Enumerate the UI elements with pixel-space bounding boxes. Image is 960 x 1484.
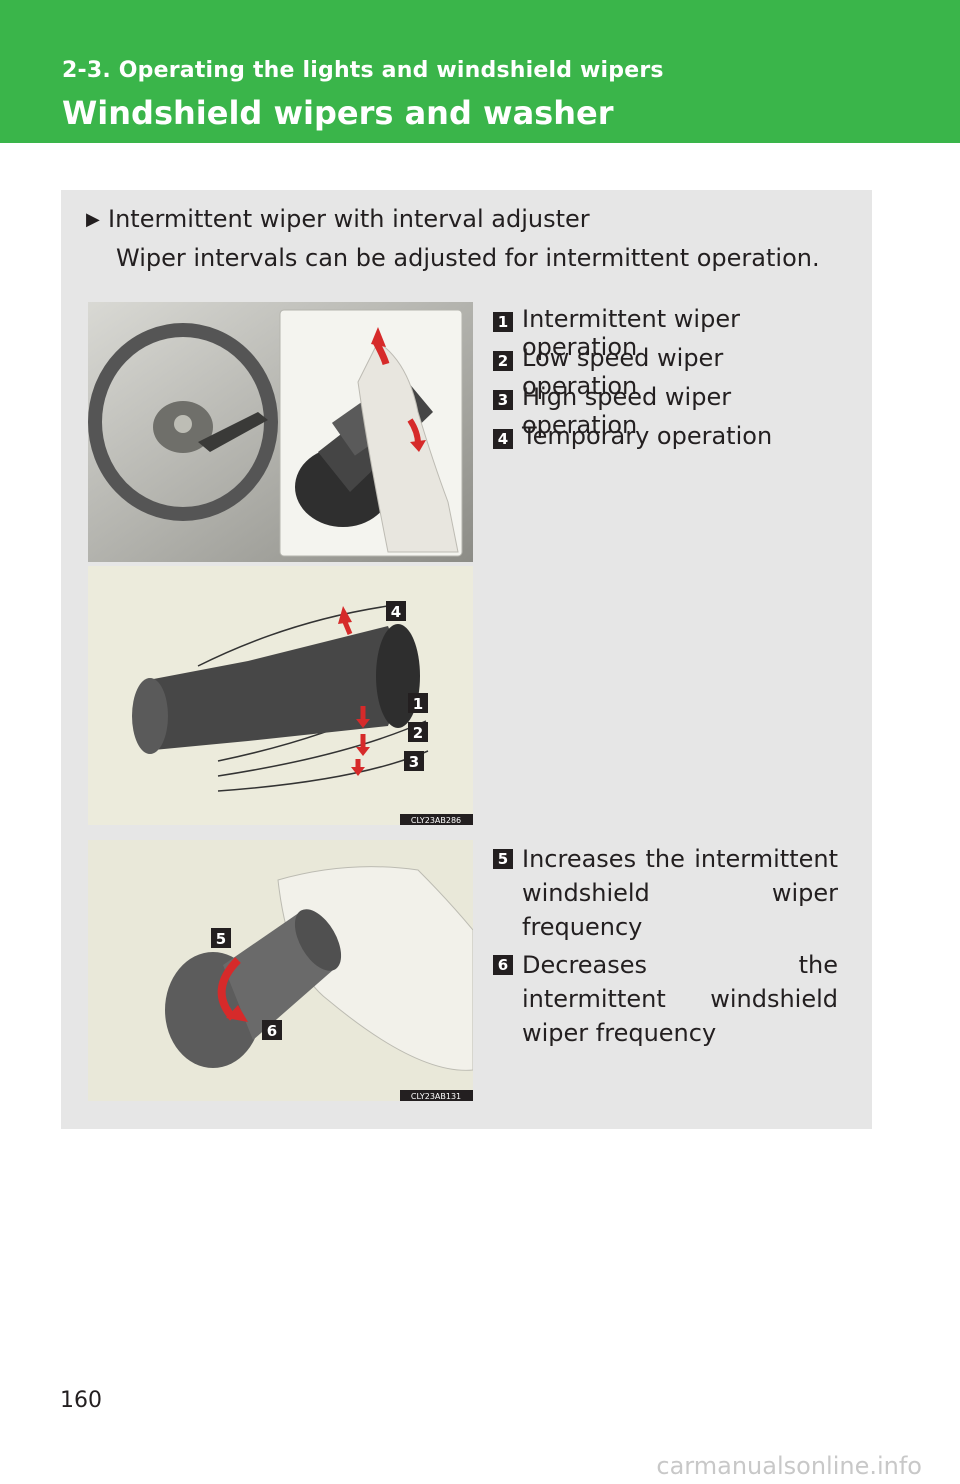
number-badge: 6: [493, 955, 513, 975]
intro-title-text: Intermittent wiper with interval adjuste…: [108, 205, 590, 233]
number-badge: 1: [493, 312, 513, 332]
legend-item: 2 Low speed wiper operation: [493, 344, 838, 400]
legend-label: Decreases the intermittent windshield wi…: [522, 951, 838, 1047]
callout-2: 2: [408, 722, 428, 742]
number-badge: 2: [493, 351, 513, 371]
page-number: 160: [60, 1388, 102, 1413]
legend-label: Intermittent wiper operation: [522, 305, 740, 361]
intro-description: Wiper intervals can be adjusted for inte…: [116, 244, 820, 272]
svg-text:4: 4: [391, 603, 401, 621]
legend-label: Increases the intermittent windshield wi…: [522, 845, 838, 941]
svg-text:3: 3: [409, 753, 419, 771]
figure-code: CLY23AB286: [411, 816, 461, 825]
page-title: Windshield wipers and washer: [62, 94, 614, 132]
legend-item: 5 Increases the intermittent windshield …: [493, 842, 838, 944]
figure-code: CLY23AB131: [411, 1092, 461, 1101]
number-badge: 4: [493, 429, 513, 449]
svg-text:1: 1: [413, 695, 423, 713]
svg-text:6: 6: [267, 1022, 277, 1040]
legend-label: High speed wiper operation: [522, 383, 732, 439]
svg-text:5: 5: [216, 930, 226, 948]
section-label: 2-3. Operating the lights and windshield…: [62, 58, 664, 83]
callout-1: 1: [408, 693, 428, 713]
dashboard-illustration: [88, 302, 473, 562]
legend-item: 1 Intermittent wiper operation: [493, 305, 838, 361]
legend-item: 4 Temporary operation: [493, 422, 838, 461]
callout-3: 3: [404, 751, 424, 771]
svg-text:2: 2: [413, 724, 423, 742]
wiper-lever-diagram: 4 1 2 3 CLY23AB286: [88, 566, 473, 825]
chapter-header: 2-3. Operating the lights and windshield…: [0, 0, 960, 143]
intro-title: ▶ Intermittent wiper with interval adjust…: [86, 205, 590, 233]
callout-5: 5: [211, 928, 231, 948]
legend-item: 6 Decreases the intermittent windshield …: [493, 948, 838, 1050]
legend-item: 3 High speed wiper operation: [493, 383, 838, 439]
number-badge: 3: [493, 390, 513, 410]
watermark: carmanualsonline.info: [656, 1452, 922, 1480]
callout-4: 4: [386, 601, 406, 621]
callout-6: 6: [262, 1020, 282, 1040]
knob-legend: 5 Increases the intermittent windshield …: [493, 842, 838, 1054]
number-badge: 5: [493, 849, 513, 869]
legend-label: Low speed wiper operation: [522, 344, 724, 400]
legend-label: Temporary operation: [522, 422, 773, 450]
lever-legend: 1 Intermittent wiper operation 2 Low spe…: [493, 305, 838, 461]
bullet-arrow-icon: ▶: [86, 209, 100, 230]
interval-knob-diagram: 5 6 CLY23AB131: [88, 840, 473, 1101]
